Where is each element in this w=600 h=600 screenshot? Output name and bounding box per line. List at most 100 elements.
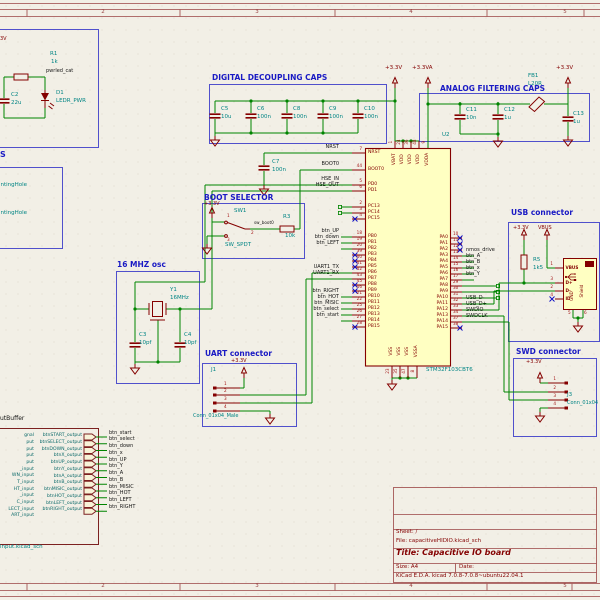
- cap-icon: [208, 100, 222, 134]
- pin-number: 33: [453, 303, 459, 308]
- pin-number: 1: [387, 140, 393, 144]
- pin-name: ID: [565, 295, 571, 301]
- pin-number: 46: [356, 284, 362, 289]
- pin-number: 37: [453, 315, 459, 320]
- titleblock-sheet: Sheet: /: [396, 529, 418, 535]
- gnd-icon: [202, 243, 212, 255]
- led-d1-icon: [41, 90, 55, 110]
- pin-number: 25: [356, 302, 362, 307]
- net-label: HSE_OUT: [315, 182, 339, 188]
- pin-name: PD1: [368, 187, 378, 193]
- j3-value: Conn_01x04: [567, 400, 599, 406]
- net-label: btn_A: [109, 470, 124, 476]
- net-label: btn_B: [109, 476, 124, 483]
- rail-3v3-label: +3.3V: [526, 359, 542, 365]
- r1-ref: R1: [50, 51, 58, 57]
- sheet-pin-label: btnDOWN_output: [41, 446, 82, 452]
- mcu-ref: U2: [442, 132, 450, 138]
- pin-name: D-: [565, 287, 571, 293]
- hierarchical-sheet[interactable]: [0, 428, 99, 545]
- net-label: btn_RIGHT: [109, 503, 136, 510]
- pin-name: VDD: [407, 154, 413, 165]
- net-label: btn_down: [109, 443, 134, 449]
- cap-ref: C13: [573, 111, 584, 117]
- pin-name: PC13: [368, 203, 380, 209]
- ruler-number: 4: [409, 9, 413, 15]
- net-sw-boot0: sw_boot0: [254, 220, 274, 225]
- pin-name: PB1: [368, 239, 377, 245]
- connector-pin-pad: [213, 409, 217, 413]
- usb-title: USB connector: [511, 208, 574, 217]
- connector-pin-pad: [564, 406, 568, 410]
- pin-name: PA2: [439, 246, 448, 252]
- resistor-r1-icon: [9, 73, 33, 81]
- mounting-hole-label: untingHole: [0, 210, 28, 216]
- sheet-pin-label: btnSTART_output: [42, 433, 82, 438]
- pin-number: 23: [384, 368, 390, 374]
- cap-icon: [351, 100, 365, 134]
- gnd-icon: [493, 136, 503, 148]
- pin-number: 8: [409, 369, 415, 373]
- cap-ref: C10: [364, 106, 375, 112]
- c4-ref: C4: [184, 332, 192, 338]
- ruler-number: 3: [255, 583, 259, 589]
- net-label: btn_MISIC: [109, 483, 134, 490]
- pin-number: 9: [420, 140, 426, 144]
- cap-ref: C6: [257, 106, 265, 112]
- cap-value: 10n: [466, 115, 477, 121]
- osc-title: 16 MHZ osc: [117, 260, 166, 269]
- sheet-pin-label: _input: [19, 493, 34, 499]
- rail-3v3-label: +3.3V: [556, 65, 574, 71]
- j1-value: Conn_01x04_Male: [193, 413, 239, 419]
- ruler-number: 5: [563, 9, 567, 15]
- net-label: SWDIO: [466, 307, 484, 313]
- mcu-body: [364, 147, 452, 367]
- pin-name: PB11: [368, 299, 380, 305]
- sheet-pin-label: put: [26, 446, 34, 452]
- sheet-pin-label: btnMISIC_output: [44, 487, 82, 492]
- pin-number: 1: [224, 380, 227, 386]
- sheet-pin-label: btnRIGHT_output: [42, 507, 82, 513]
- gnd-icon: [573, 321, 583, 333]
- pin-number: 43: [356, 272, 362, 277]
- pin-name: PA11: [436, 300, 448, 306]
- pin-name: NRST: [368, 149, 381, 155]
- sheet-pin-icon: [83, 440, 97, 448]
- pin-name: PD0: [368, 181, 378, 187]
- sheet-pin-label: gnal: [24, 433, 34, 439]
- net-label: btn_down: [314, 234, 339, 240]
- pin-name: PA15: [436, 324, 448, 330]
- pin-name: PA7: [439, 276, 448, 282]
- uart-title: UART connector: [205, 349, 273, 358]
- sheet-pin-label: T_input: [17, 479, 34, 485]
- sheet-pin-icon: [83, 467, 97, 475]
- mounting-hole-label: untingHole: [0, 182, 28, 188]
- cap-c11-icon: [453, 101, 467, 135]
- net-label: USB_D+: [466, 301, 487, 307]
- pin-number: 2: [553, 384, 556, 390]
- pin-name: PA10: [436, 294, 448, 300]
- pin-number: 1: [550, 260, 553, 266]
- pin-number: 36: [403, 139, 409, 145]
- sheet-pin-icon: [83, 460, 97, 468]
- mounting-holes-box: [0, 167, 63, 249]
- cap-ref: C11: [466, 107, 477, 113]
- pin-name: PB15: [368, 323, 380, 329]
- gnd-icon: [210, 135, 220, 147]
- pin-name: PA8: [439, 282, 448, 288]
- pin-number: 16: [453, 267, 459, 272]
- cap-c13-icon: [561, 103, 575, 137]
- pin-number: 24: [395, 139, 401, 145]
- crystal-icon: [148, 301, 167, 321]
- pin-number: 3: [359, 206, 362, 211]
- pin-name: PB10: [368, 293, 380, 299]
- cap-value: 100n: [329, 114, 343, 120]
- cap-value: 100n: [364, 114, 378, 120]
- ferrite-bead-icon: [528, 96, 546, 113]
- mounting-title-fragment: S: [0, 150, 6, 159]
- d1-value: LEDR_PWR: [56, 98, 86, 104]
- pin-number: 29: [453, 279, 459, 284]
- net-label: btn_B: [466, 259, 481, 265]
- sheet-pin-label: btnB_output: [53, 480, 82, 486]
